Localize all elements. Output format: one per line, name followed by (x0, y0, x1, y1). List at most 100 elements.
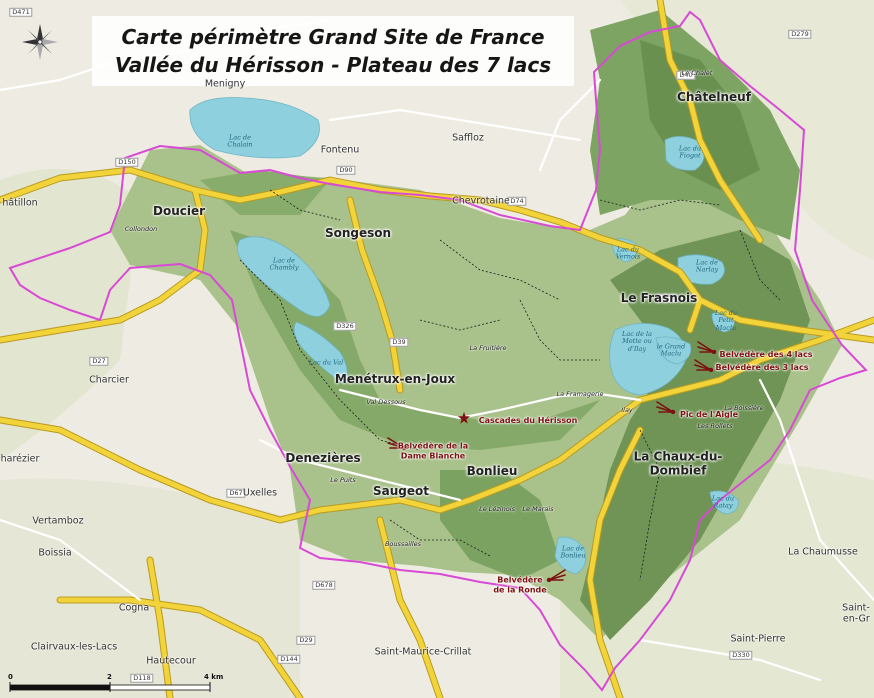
town-label: Châtelneuf (677, 90, 751, 104)
map-title-panel: Carte périmètre Grand Site de France Val… (92, 16, 574, 86)
poi-label[interactable]: Belvédère de la Dame Blanche (397, 441, 469, 460)
lake-label: Lac du Ratay (711, 494, 735, 510)
lake-label: Lac du Vernois (615, 245, 641, 261)
trails (239, 189, 781, 581)
road-label: D39 (389, 337, 409, 347)
hamlet-label: Ilay (621, 405, 633, 414)
hamlet-label: Les Rollets (697, 421, 733, 430)
village-label: Boissia (38, 547, 72, 559)
village-label: Clairvaux-les-Lacs (30, 641, 118, 653)
poi-label[interactable]: Belvédère des 3 lacs (715, 363, 809, 373)
village-label: hâtillon (2, 197, 38, 209)
village-label: Saffloz (452, 132, 484, 144)
lake-label: Lac de Chambly (269, 256, 299, 272)
map-title-line-2: Vallée du Hérisson - Plateau des 7 lacs (114, 53, 552, 77)
gsf-perimeter (8, 10, 868, 692)
lake-ratay (709, 490, 739, 515)
scale-tick-label: 4 km (204, 673, 224, 681)
poi-label[interactable]: Belvédère des 4 lacs (719, 350, 813, 360)
lake-label: Lac de Narlay (695, 258, 719, 274)
town-label: Doucier (152, 204, 206, 218)
lake-label: Lac du Val (308, 358, 344, 367)
road-label: D678 (312, 580, 336, 590)
poi-label[interactable]: Cascades du Hérisson (478, 416, 578, 426)
scale-tick-label: 0 (8, 673, 13, 681)
road-label: D118 (130, 673, 154, 683)
hamlet-label: La Fruitière (469, 343, 507, 352)
hamlet-label: Collondon (124, 224, 158, 233)
hamlet-label: Val Dessous (366, 397, 406, 406)
village-label: Chevrotaine (452, 195, 510, 207)
lake-label: Lac du Petit Maclu (714, 308, 738, 332)
village-label: La Chaumusse (788, 546, 858, 558)
town-label: Songeson (324, 226, 392, 240)
village-label: Hautecour (146, 655, 196, 667)
road-label: D150 (115, 157, 139, 167)
lake-label: Lac de la Motte ou d'Ilay (622, 329, 652, 353)
village-label: Fontenu (320, 144, 360, 156)
village-label: Menigny (204, 78, 246, 90)
lake-label: le Grand Maclu (656, 342, 686, 358)
hamlet-label: La Boissière (724, 403, 764, 412)
terrain-shading (0, 168, 140, 460)
viewpoint-icon[interactable] (545, 568, 567, 582)
forest-ridge-west (230, 230, 600, 450)
viewpoint-icon[interactable] (693, 358, 715, 372)
lake-val (293, 321, 348, 385)
road-label: D67 (226, 488, 246, 498)
hamlet-label: Le Chalet (681, 68, 713, 77)
road-label: D29 (296, 635, 316, 645)
road-label: D40 (676, 70, 696, 80)
town-label: Denezières (285, 451, 361, 465)
road-label: D144 (277, 654, 301, 664)
map-title-line-1: Carte périmètre Grand Site de France (121, 25, 545, 49)
road-label: D74 (507, 196, 527, 206)
scale-bar-graphic (9, 682, 211, 692)
village-label: Uxelles (242, 487, 278, 499)
town-label: La Chaux-du- Dombief (633, 449, 723, 478)
road-label: D75 (658, 293, 678, 303)
hamlet-label: Le Lézinois (479, 504, 515, 513)
lake-label: Lac de Chalain (227, 133, 253, 149)
poi-label[interactable]: Pic de l'Aigle (679, 410, 739, 420)
lake-grand-maclu (655, 336, 692, 365)
scale-tick-label: 2 (107, 673, 112, 681)
hamlet-label: Boussailles (384, 539, 422, 548)
forest-ridge-east (580, 230, 810, 640)
village-label: harézier (0, 453, 40, 465)
town-label: Menétrux-en-Joux (334, 372, 456, 386)
village-label: Charcier (89, 374, 129, 386)
compass-rose-icon (22, 24, 58, 60)
road-label: D90 (336, 165, 356, 175)
lake-label: Lac de Bonlieu (560, 544, 586, 560)
village-label: Cogna (118, 602, 150, 614)
village-label: Saint-Pierre (730, 633, 786, 645)
road-label: D279 (788, 29, 812, 39)
hamlet-label: La Framagerie (556, 389, 604, 398)
lake-chalain (189, 97, 320, 159)
town-label: Bonlieu (466, 464, 518, 478)
lake-bonlieu (554, 536, 587, 575)
viewpoint-icon[interactable] (696, 340, 718, 354)
poi-label[interactable]: Belvédère de la Ronde (493, 575, 547, 594)
viewpoint-icon[interactable] (386, 436, 408, 450)
hamlet-label: Le Puits (330, 475, 356, 484)
village-label: Vertamboz (32, 515, 84, 527)
road-label: D27 (89, 356, 109, 366)
hamlet-label: Le Marais (522, 504, 554, 513)
scale-bar: 0 2 4 km (8, 673, 258, 695)
village-label: Saint- en-Gr (842, 602, 870, 625)
road-label: D471 (9, 7, 33, 17)
viewpoint-icon[interactable] (655, 400, 677, 414)
lake-fiogot (664, 136, 705, 171)
road-label: D326 (333, 321, 357, 331)
star-icon[interactable] (458, 412, 470, 424)
town-label: Saugeot (373, 484, 429, 498)
lake-label: Lac du Fiogot (678, 144, 702, 160)
town-label: Le Frasnois (620, 291, 698, 305)
village-label: Saint-Maurice-Crillat (374, 646, 472, 658)
road-label: D330 (729, 650, 753, 660)
